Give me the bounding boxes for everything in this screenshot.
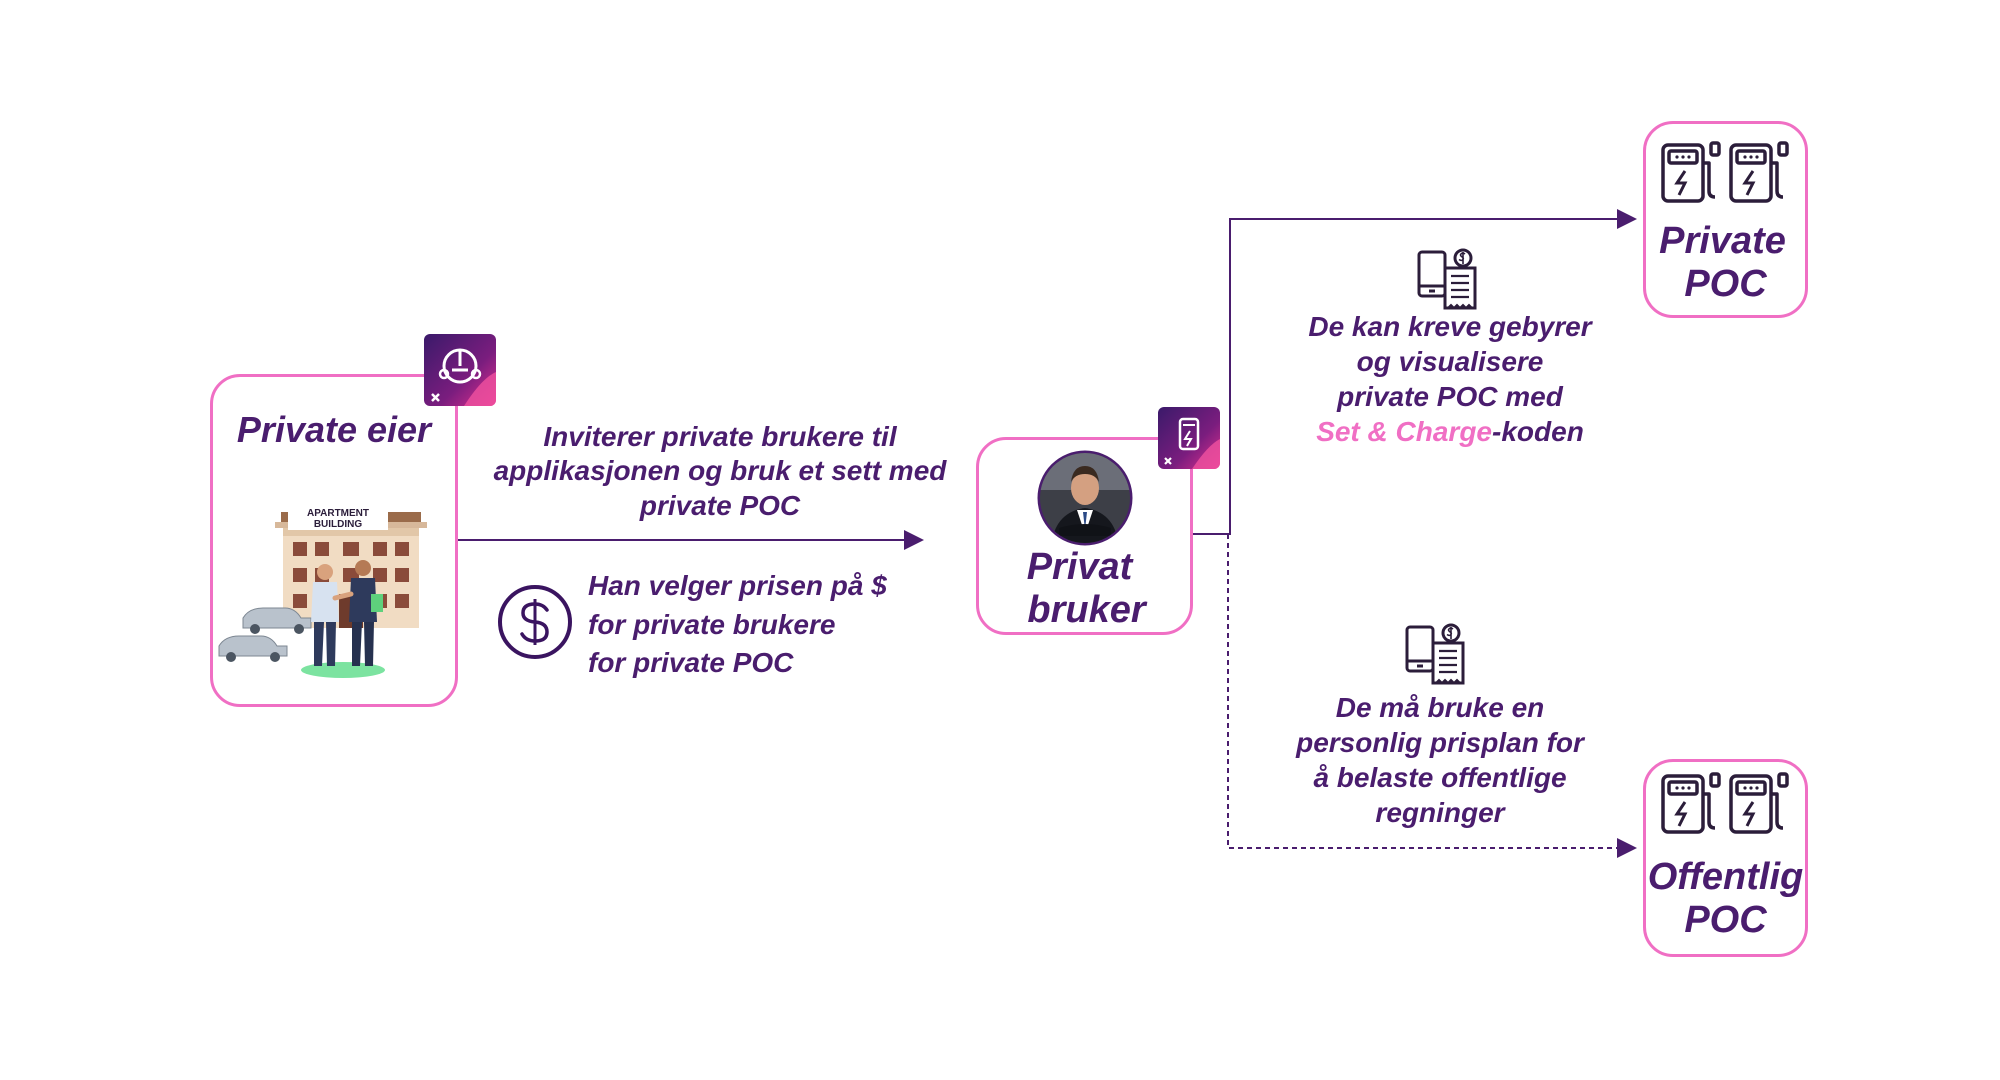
private-poc-title-line-2: POC bbox=[1684, 262, 1767, 305]
set-and-charge-highlight: Set & Charge bbox=[1316, 416, 1493, 447]
public-poc-title: Offentlig POC bbox=[1630, 856, 1821, 941]
invite-line-3: private POC bbox=[639, 489, 801, 521]
apartment-building-illustration bbox=[218, 512, 427, 678]
building-sign: APARTMENT BUILDING bbox=[288, 508, 388, 530]
private-fees-line-4-suffix: -koden bbox=[1492, 416, 1584, 447]
price-line-2: for private brukere bbox=[588, 608, 836, 640]
dollar-circle-icon bbox=[498, 585, 572, 659]
invite-label: Inviterer private brukere til applikasjo… bbox=[470, 420, 970, 523]
public-poc-title-line-1: Offentlig bbox=[1647, 856, 1804, 898]
public-plan-line-4: regninger bbox=[1375, 797, 1505, 828]
arrow-user-to-public-poc bbox=[1227, 534, 1637, 858]
public-plan-line-3: å belaste offentlige bbox=[1313, 762, 1567, 793]
private-poc-title: Private POC bbox=[1643, 220, 1808, 305]
invite-line-1: Inviterer private brukere til bbox=[543, 421, 897, 452]
private-fees-line-2: og visualisere bbox=[1356, 346, 1544, 377]
arrow-user-to-private-poc bbox=[1193, 209, 1637, 535]
charger-app-icon bbox=[1158, 407, 1220, 469]
private-fees-line-3: private POC med bbox=[1337, 381, 1563, 412]
public-plan-line-1: De må bruke en bbox=[1335, 692, 1545, 723]
price-label: Han velger prisen på $ for private bruke… bbox=[588, 567, 918, 683]
public-poc-title-line-2: POC bbox=[1684, 898, 1767, 941]
user-title-line-2: bruker bbox=[1027, 588, 1146, 631]
price-line-3: for private POC bbox=[588, 647, 794, 679]
charging-station-icon bbox=[1661, 141, 1789, 203]
private-fees-line-4: Set & Charge-koden bbox=[1280, 414, 1620, 449]
public-plan-label: De må bruke en personlig prisplan for å … bbox=[1270, 690, 1610, 830]
user-title-line-1: Privat bbox=[1026, 546, 1133, 588]
invite-line-2: applikasjonen og bruk et sett med bbox=[493, 455, 947, 487]
private-fees-line-1: De kan kreve gebyrer bbox=[1308, 311, 1592, 342]
charging-station-icon bbox=[1661, 772, 1789, 834]
private-fees-label: De kan kreve gebyrer og visualisere priv… bbox=[1280, 309, 1620, 449]
user-avatar bbox=[1037, 450, 1133, 546]
public-plan-line-2: personlig prisplan for bbox=[1296, 727, 1584, 758]
user-title: Privat bruker bbox=[976, 546, 1193, 631]
price-line-1: Han velger prisen på $ bbox=[588, 570, 887, 601]
phone-receipt-icon bbox=[1405, 623, 1465, 685]
owner-title: Private eier bbox=[236, 409, 432, 450]
private-poc-title-line-1: Private bbox=[1659, 220, 1786, 262]
phone-receipt-icon bbox=[1417, 248, 1477, 310]
plug-app-icon bbox=[424, 334, 496, 406]
